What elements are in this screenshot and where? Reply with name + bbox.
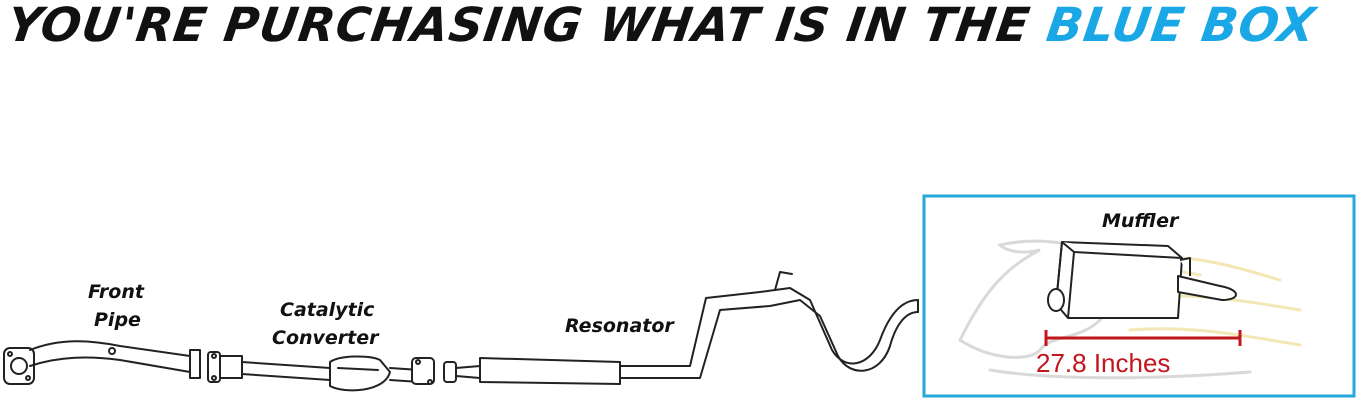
flange-gasket [207,351,221,383]
front-pipe-flange [3,347,35,385]
label-catalytic-line1: Catalytic [280,299,375,321]
measurement-label: 27.8 Inches [1036,348,1170,378]
label-front-pipe-line2: Pipe [94,309,141,331]
catalytic-converter [219,355,435,392]
label-catalytic-line2: Converter [272,327,380,349]
label-muffler: Muffler [1102,210,1180,232]
measurement-line [1044,330,1242,346]
resonator-flange [443,361,457,383]
front-pipe [29,340,201,379]
label-resonator: Resonator [565,315,675,337]
muffler [1047,241,1237,319]
resonator-pipe [455,271,919,385]
label-front-pipe-line1: Front [88,281,145,303]
